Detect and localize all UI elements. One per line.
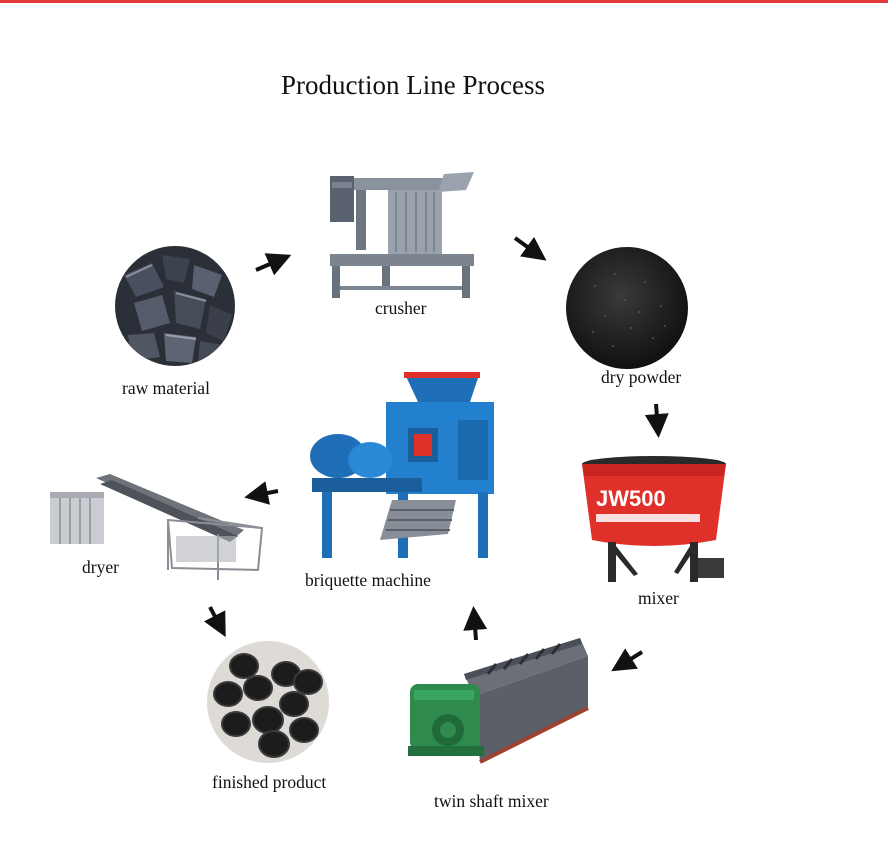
- arrow-crusher-to-powder: [515, 238, 540, 256]
- arrow-powder-to-mixer: [656, 404, 658, 430]
- arrow-mixer-to-twin-shaft: [618, 652, 642, 667]
- arrow-raw-to-crusher: [256, 258, 284, 270]
- arrow-twin-shaft-to-briquette: [474, 614, 476, 640]
- arrow-dryer-to-finished: [210, 607, 222, 630]
- arrow-briquette-to-dryer: [252, 491, 278, 496]
